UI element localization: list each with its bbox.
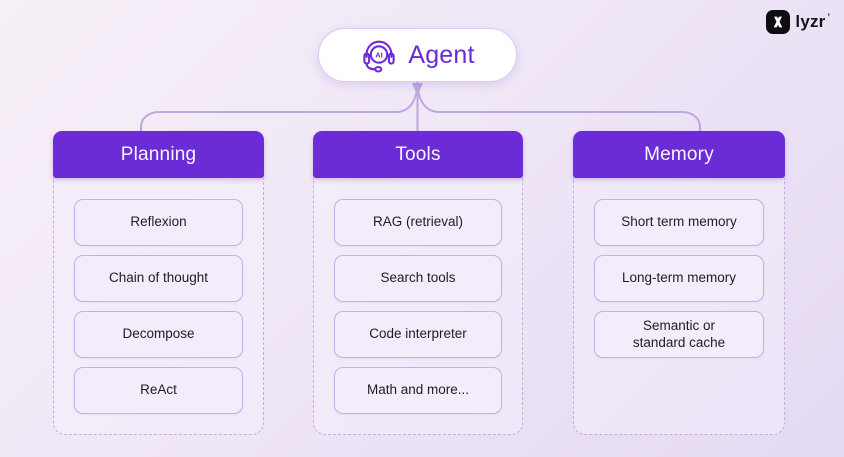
column-title: Memory xyxy=(644,143,714,165)
column-panel-planning: Reflexion Chain of thought Decompose ReA… xyxy=(53,178,264,435)
agent-label: Agent xyxy=(408,40,475,69)
lyzr-trademark-tick: ’ xyxy=(827,12,830,22)
node-item: RAG (retrieval) xyxy=(334,199,502,246)
column-planning: Planning Reflexion Chain of thought Deco… xyxy=(53,131,264,435)
svg-text:AI: AI xyxy=(376,50,384,59)
node-item: Reflexion xyxy=(74,199,243,246)
node-item: Math and more... xyxy=(334,367,502,414)
column-header-tools: Tools xyxy=(313,131,523,178)
node-item: ReAct xyxy=(74,367,243,414)
ai-headset-icon: AI xyxy=(363,40,396,73)
agent-node: AI Agent xyxy=(318,28,517,82)
column-title: Planning xyxy=(120,143,197,165)
connector-right xyxy=(416,81,701,131)
lyzr-logo: lyzr ’ xyxy=(766,10,830,34)
node-item: Code interpreter xyxy=(334,311,502,358)
column-title: Tools xyxy=(395,143,441,165)
node-item: Short term memory xyxy=(594,199,764,246)
column-panel-tools: RAG (retrieval) Search tools Code interp… xyxy=(313,178,523,435)
column-header-memory: Memory xyxy=(573,131,785,178)
node-item: Long-term memory xyxy=(594,255,764,302)
lyzr-logo-icon xyxy=(766,10,791,34)
connector-split-wedge xyxy=(412,83,423,96)
column-memory: Memory Short term memory Long-term memor… xyxy=(573,131,785,435)
connector-left xyxy=(140,81,419,131)
node-item: Semantic or standard cache xyxy=(594,311,764,358)
node-item: Search tools xyxy=(334,255,502,302)
column-header-planning: Planning xyxy=(53,131,264,178)
lyzr-wordmark: lyzr xyxy=(795,12,826,31)
node-item: Chain of thought xyxy=(74,255,243,302)
column-tools: Tools RAG (retrieval) Search tools Code … xyxy=(313,131,523,435)
column-panel-memory: Short term memory Long-term memory Seman… xyxy=(573,178,785,435)
node-item: Decompose xyxy=(74,311,243,358)
